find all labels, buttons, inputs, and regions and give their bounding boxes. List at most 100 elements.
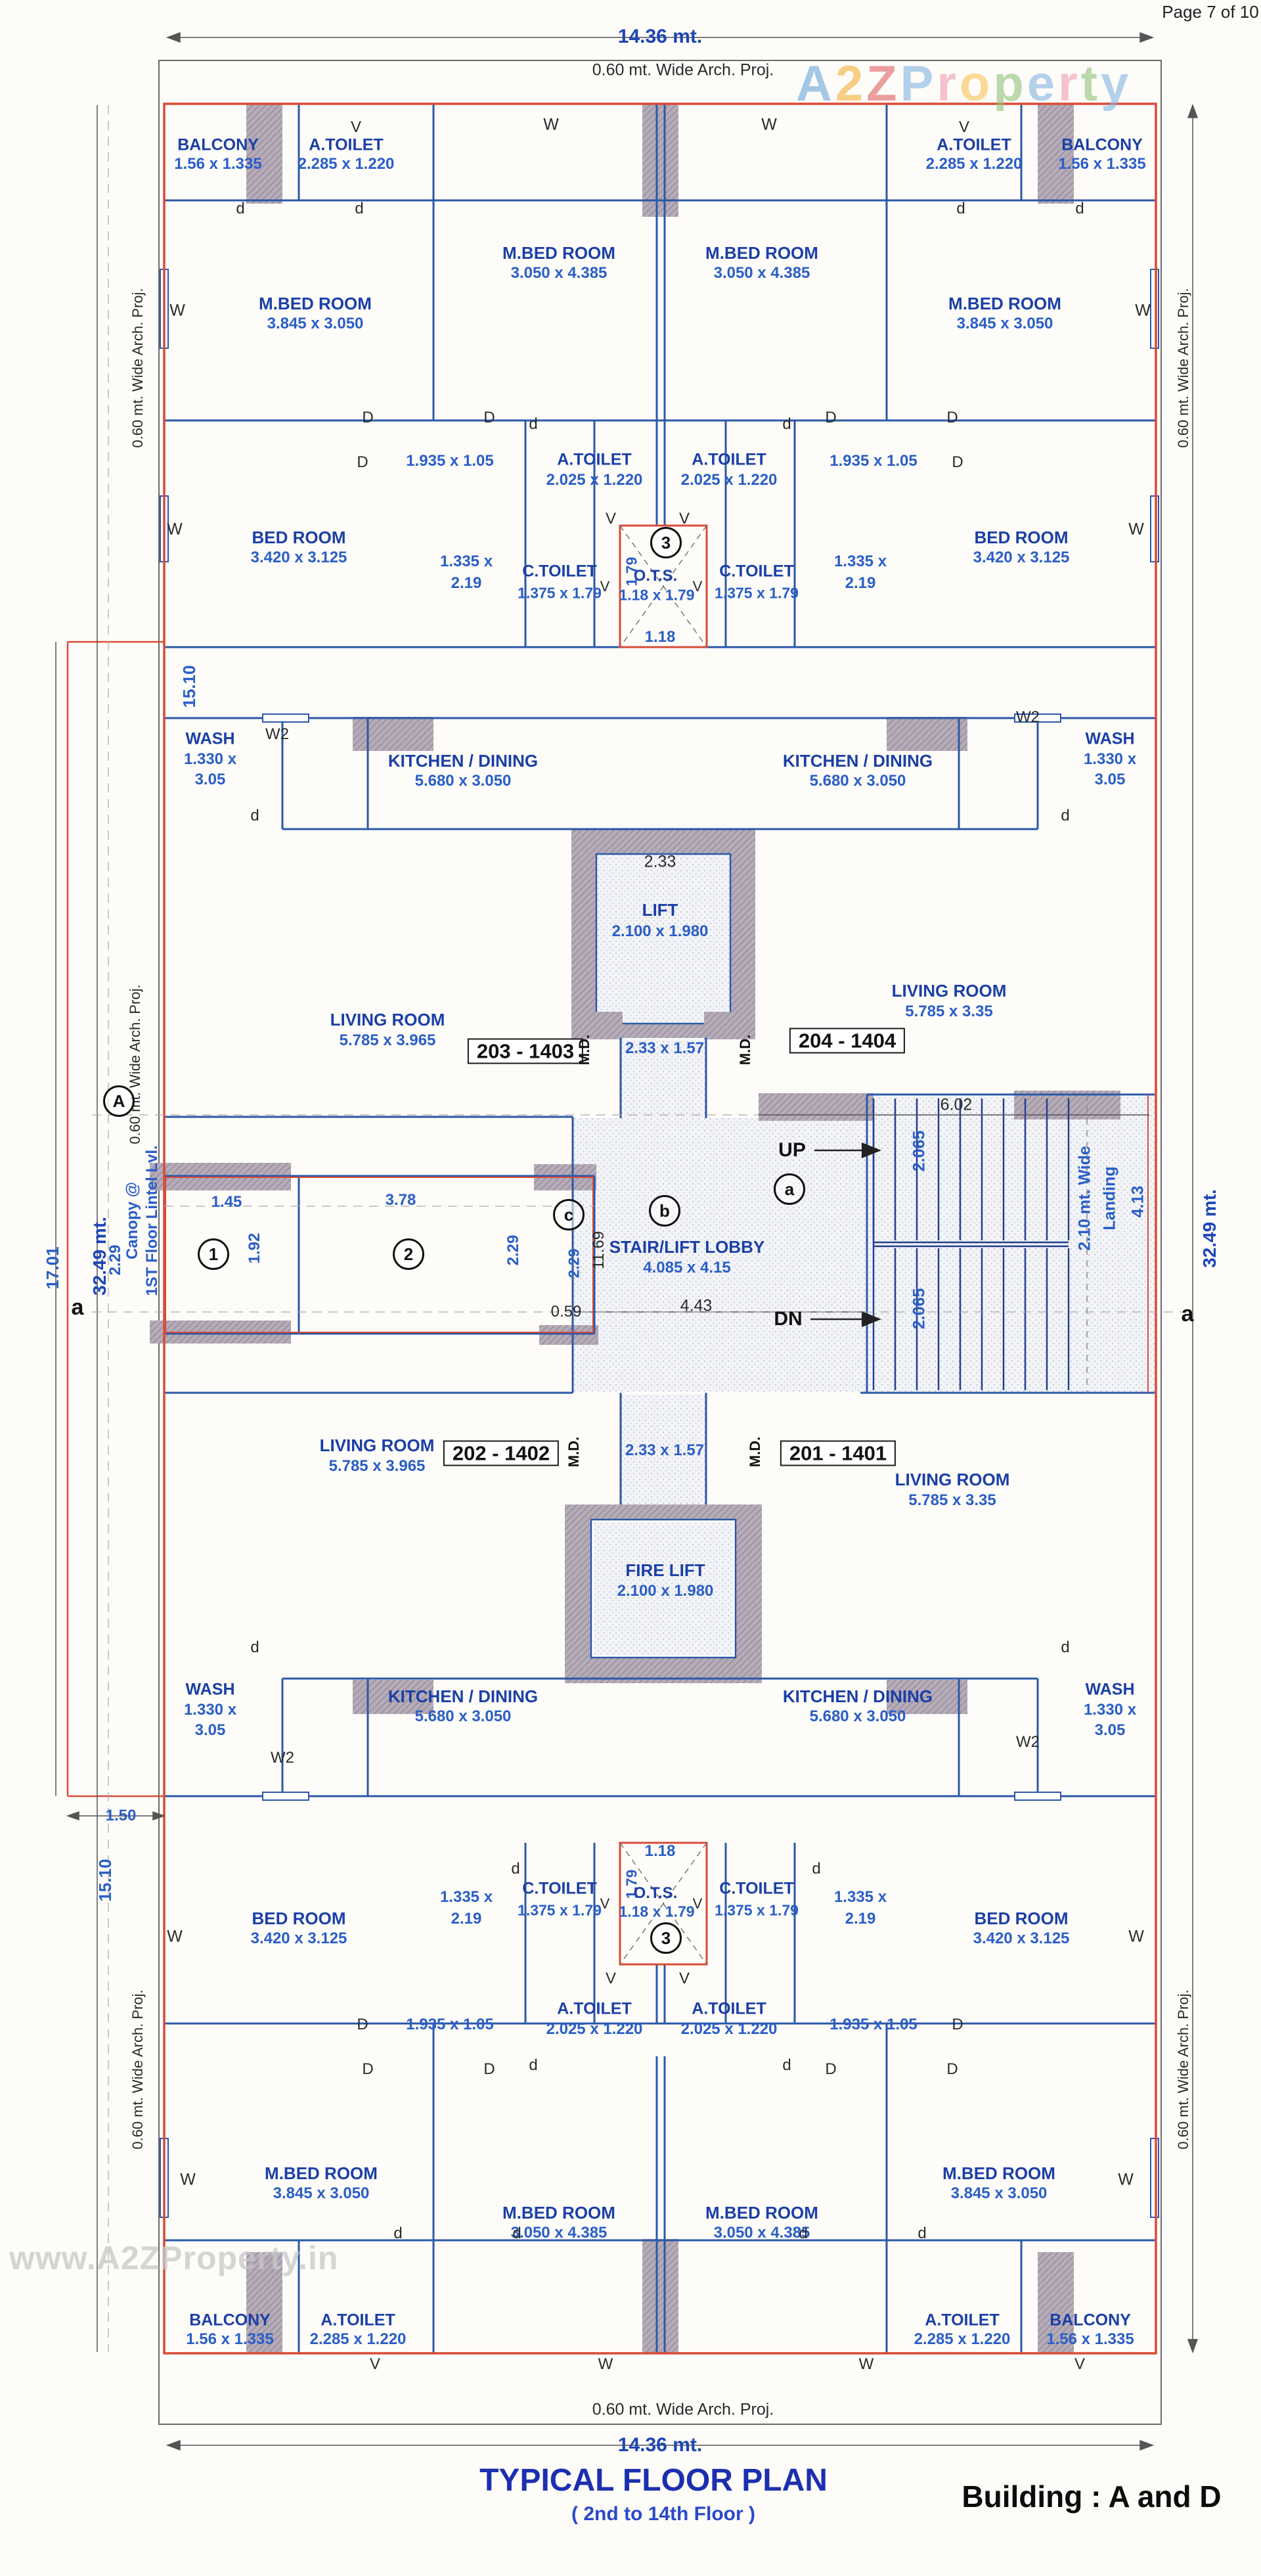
- plan-subtitle: ( 2nd to 14th Floor ): [571, 2503, 755, 2525]
- plan-label: D: [362, 2060, 374, 2078]
- room-wash-left-top: WASH: [185, 729, 235, 748]
- plan-label: 3.05: [1094, 771, 1126, 788]
- plan-label: 3.845 x 3.050: [956, 315, 1053, 332]
- plan-label: W2: [271, 1749, 294, 1767]
- plan-label: 2.100 x 1.980: [617, 1582, 714, 1600]
- plan-label: V: [958, 118, 970, 136]
- plan-label: 1.330 x: [1083, 750, 1137, 768]
- plan-label: d: [512, 2225, 521, 2242]
- plan-label: D: [483, 409, 495, 426]
- plan-label: d: [250, 807, 259, 825]
- watermark-letter: o: [959, 56, 994, 112]
- room-atoilet-tl: A.TOILET: [309, 135, 384, 154]
- plan-label: V: [600, 1895, 610, 1912]
- plan-label: 1.935 x 1.05: [830, 2016, 918, 2033]
- plan-label: V: [678, 510, 690, 528]
- plan-label: 2.29: [504, 1234, 522, 1266]
- plan-label: D: [362, 409, 374, 426]
- watermark-bottom: www.A2ZProperty.in: [9, 2240, 339, 2276]
- plan-label: M.D.: [576, 1034, 592, 1066]
- room-ctoilet-right-bottom: C.TOILET: [719, 1879, 794, 1898]
- plan-label: W2: [1016, 708, 1040, 726]
- landing-note-line2: Landing: [1100, 1166, 1119, 1231]
- stair-up-label: UP: [778, 1139, 806, 1161]
- plan-label: 3.845 x 3.050: [950, 2184, 1048, 2202]
- room-kitchen-right-top: KITCHEN / DINING: [782, 751, 933, 771]
- plan-label: D: [946, 2060, 958, 2078]
- plan-label: V: [369, 2355, 381, 2373]
- room-lift: LIFT: [642, 900, 678, 920]
- plan-label: 4.43: [680, 1296, 713, 1315]
- plan-label: d: [236, 200, 245, 217]
- arch-proj-note-bottom: 0.60 mt. Wide Arch. Proj.: [592, 2400, 774, 2419]
- grid-marker-2: 2: [393, 1238, 424, 1270]
- arch-proj-note-left-mid: 0.60 mt. Wide Arch. Proj.: [127, 984, 143, 1144]
- plan-label: 1.56 x 1.335: [1058, 155, 1146, 173]
- dim-stair-width: 6.02: [940, 1095, 973, 1114]
- room-mbed-br: M.BED ROOM: [942, 2163, 1055, 2183]
- plan-label: d: [1061, 1638, 1070, 1656]
- plan-label: 1.18: [644, 1842, 676, 1860]
- plan-label: 1.92: [246, 1232, 263, 1264]
- plan-label: d: [511, 1860, 520, 1878]
- plan-label: 5.680 x 3.050: [809, 772, 906, 790]
- plan-label: 1.935 x 1.05: [406, 2016, 494, 2033]
- room-ctoilet-left-top: C.TOILET: [522, 562, 597, 581]
- room-atoilet-mid-right-bottom: A.TOILET: [692, 1999, 766, 2018]
- plan-label: 5.785 x 3.35: [908, 1491, 996, 1509]
- grid-marker-c: c: [553, 1199, 585, 1231]
- room-bed-left-bottom: BED ROOM: [252, 1909, 346, 1928]
- section-marker-a-left: a: [71, 1295, 84, 1320]
- landing-note-line1: 2.10 mt. Wide: [1075, 1146, 1094, 1251]
- plan-label: 1.335 x: [833, 553, 887, 570]
- plan-label: 3.420 x 3.125: [250, 549, 347, 566]
- plan-label: V: [692, 578, 703, 595]
- room-balcony-br: BALCONY: [1050, 2311, 1131, 2330]
- plan-label: 3.050 x 4.385: [713, 264, 810, 282]
- plan-label: d: [250, 1638, 259, 1656]
- plan-label: W: [167, 520, 183, 539]
- dim-15-10-bottom: 15.10: [95, 1859, 115, 1902]
- plan-label: D: [357, 2016, 368, 2033]
- arch-proj-note-right-bottom: 0.60 mt. Wide Arch. Proj.: [1175, 1989, 1191, 2150]
- watermark-letter: t: [1080, 56, 1101, 112]
- plan-label: d: [393, 2225, 403, 2242]
- plan-label: W: [858, 2355, 874, 2373]
- plan-label: 3.050 x 4.385: [510, 264, 608, 282]
- plan-label: D: [825, 409, 837, 426]
- room-wash-right-top: WASH: [1085, 729, 1135, 748]
- plan-label: 5.785 x 3.35: [905, 1003, 993, 1020]
- plan-label: 2.33 x 1.57: [625, 1039, 705, 1057]
- plan-label: 2.19: [451, 574, 482, 592]
- building-label: Building : A and D: [962, 2479, 1222, 2514]
- canopy-note-line2: 1ST Floor Lintel Lvl.: [143, 1145, 161, 1296]
- plan-label: W2: [265, 725, 289, 743]
- room-kitchen-right-bottom: KITCHEN / DINING: [782, 1686, 933, 1706]
- plan-label: M.D.: [565, 1436, 582, 1468]
- plan-label: 2.065: [910, 1288, 929, 1330]
- plan-label: d: [355, 200, 364, 217]
- arch-proj-note-left-top: 0.60 mt. Wide Arch. Proj.: [129, 288, 146, 448]
- plan-label: 3.845 x 3.050: [273, 2184, 370, 2202]
- room-ctoilet-right-top: C.TOILET: [719, 562, 794, 581]
- section-marker-a-right: a: [1181, 1301, 1194, 1326]
- room-ctoilet-left-bottom: C.TOILET: [522, 1879, 597, 1898]
- dim-canopy-width: 2.29: [106, 1244, 124, 1276]
- watermark-letter: A: [796, 56, 835, 112]
- room-living-203: LIVING ROOM: [330, 1010, 445, 1029]
- room-living-201: LIVING ROOM: [895, 1470, 1010, 1489]
- plan-label: 3.420 x 3.125: [250, 1930, 347, 1947]
- room-bed-right-top: BED ROOM: [974, 528, 1069, 547]
- watermark-letter: p: [993, 56, 1027, 112]
- plan-label: d: [529, 415, 538, 433]
- plan-label: D: [946, 409, 958, 426]
- plan-label: 1.375 x 1.79: [518, 1901, 602, 1919]
- plan-label: d: [782, 415, 791, 433]
- plan-label: 3.420 x 3.125: [973, 549, 1070, 566]
- room-living-204: LIVING ROOM: [891, 981, 1007, 1001]
- room-balcony-tl: BALCONY: [177, 135, 259, 154]
- plan-label: D: [952, 2016, 963, 2033]
- grid-marker-3-top: 3: [650, 527, 682, 558]
